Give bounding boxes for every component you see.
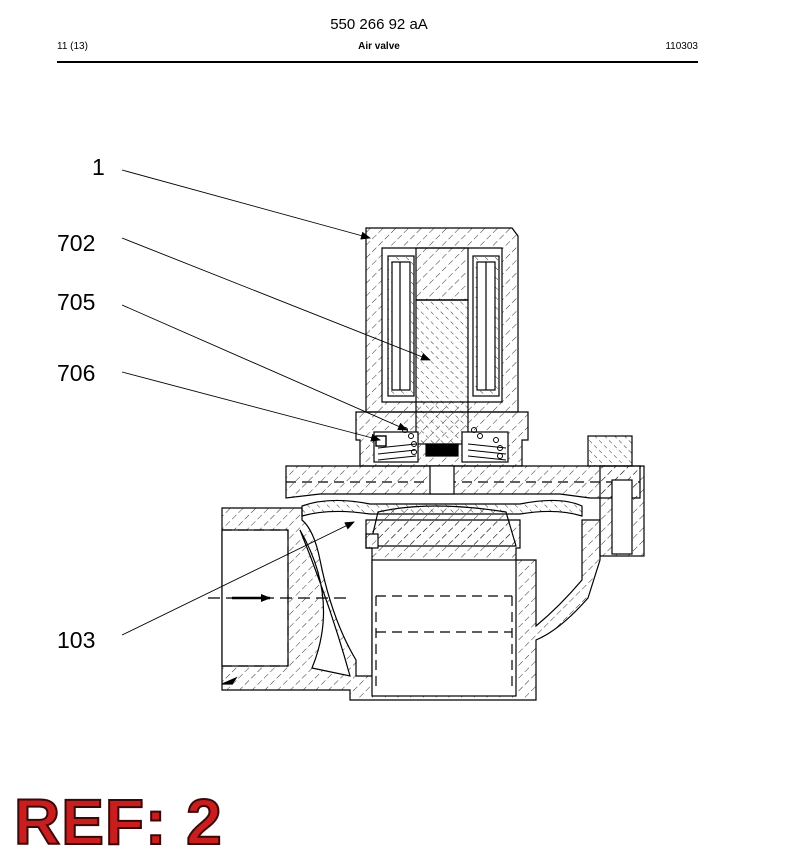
leader-lines [121, 169, 431, 636]
valve-body [208, 507, 601, 701]
header-divider [57, 61, 698, 63]
document-title: Air valve [358, 41, 400, 52]
callout-705: 705 [57, 289, 96, 315]
ref-stamp: REF: 2 [13, 786, 223, 858]
date-code: 110303 [665, 41, 698, 52]
valve-cover [285, 465, 641, 499]
flow-arrow-small [221, 676, 238, 685]
document-number: 550 266 92 aA [330, 16, 428, 33]
page-number: 11 (13) [57, 41, 88, 52]
pilot-seal [425, 443, 459, 457]
callout-706: 706 [57, 360, 96, 386]
right-fitting [587, 435, 645, 557]
spring-right [467, 427, 507, 461]
callout-1: 1 [92, 154, 105, 180]
callout-702: 702 [57, 230, 96, 256]
callout-103: 103 [57, 627, 96, 653]
spring-left [377, 427, 417, 461]
